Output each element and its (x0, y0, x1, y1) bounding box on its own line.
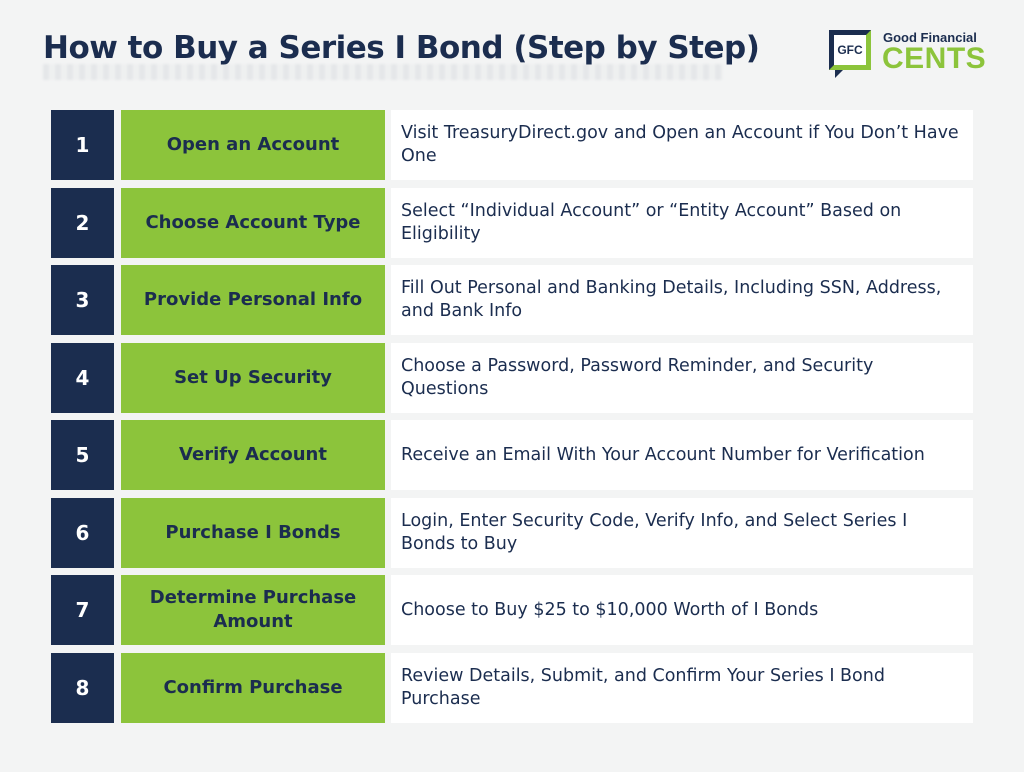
logo-bottom-text: CENTS (882, 42, 987, 75)
step-description: Choose to Buy $25 to $10,000 Worth of I … (391, 575, 973, 645)
step-row: 7 Determine Purchase Amount Choose to Bu… (51, 575, 973, 645)
step-description: Receive an Email With Your Account Numbe… (391, 420, 973, 490)
step-title: Set Up Security (121, 342, 385, 413)
step-number: 7 (51, 575, 114, 645)
step-number: 5 (51, 420, 114, 490)
step-row: 8 Confirm Purchase Review Details, Submi… (51, 652, 973, 723)
step-number: 1 (51, 110, 114, 180)
step-description: Login, Enter Security Code, Verify Info,… (391, 497, 973, 568)
title-shadow (43, 64, 723, 80)
step-number: 4 (51, 342, 114, 413)
step-row: 4 Set Up Security Choose a Password, Pas… (51, 342, 973, 413)
step-description: Choose a Password, Password Reminder, an… (391, 342, 973, 413)
step-row: 3 Provide Personal Info Fill Out Persona… (51, 265, 973, 335)
step-title: Open an Account (121, 110, 385, 180)
step-number: 6 (51, 497, 114, 568)
step-title: Determine Purchase Amount (121, 575, 385, 645)
logo-top-text: Good Financial (883, 30, 977, 45)
logo-badge-icon: GFC (829, 30, 871, 70)
step-title: Choose Account Type (121, 187, 385, 258)
speech-bubble-tail-icon (835, 70, 843, 78)
step-description: Review Details, Submit, and Confirm Your… (391, 652, 973, 723)
step-description: Select “Individual Account” or “Entity A… (391, 187, 973, 258)
brand-logo: GFC Good Financial CENTS (829, 30, 989, 80)
page-title: How to Buy a Series I Bond (Step by Step… (43, 30, 760, 66)
step-title: Provide Personal Info (121, 265, 385, 335)
step-description: Visit TreasuryDirect.gov and Open an Acc… (391, 110, 973, 180)
step-number: 8 (51, 652, 114, 723)
steps-list: 1 Open an Account Visit TreasuryDirect.g… (51, 110, 973, 730)
step-title: Verify Account (121, 420, 385, 490)
step-title: Confirm Purchase (121, 652, 385, 723)
step-row: 1 Open an Account Visit TreasuryDirect.g… (51, 110, 973, 180)
step-description: Fill Out Personal and Banking Details, I… (391, 265, 973, 335)
step-title: Purchase I Bonds (121, 497, 385, 568)
step-row: 2 Choose Account Type Select “Individual… (51, 187, 973, 258)
step-row: 6 Purchase I Bonds Login, Enter Security… (51, 497, 973, 568)
step-row: 5 Verify Account Receive an Email With Y… (51, 420, 973, 490)
logo-badge-text: GFC (837, 43, 863, 57)
step-number: 2 (51, 187, 114, 258)
step-number: 3 (51, 265, 114, 335)
